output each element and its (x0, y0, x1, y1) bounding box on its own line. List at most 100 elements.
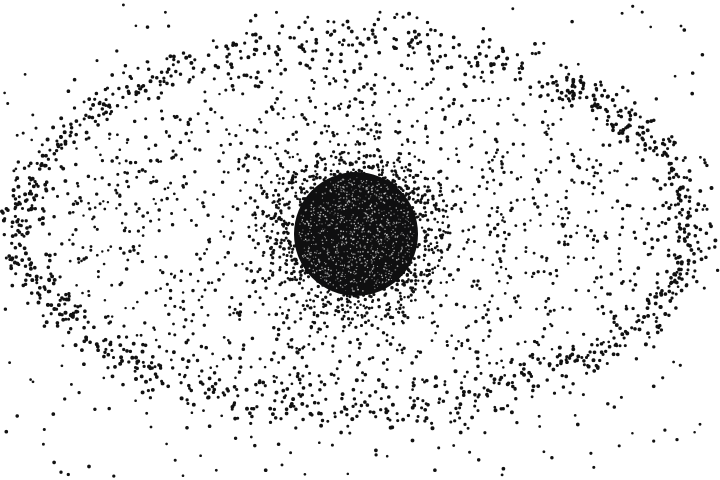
debris-particle (372, 154, 376, 158)
debris-particle (493, 192, 496, 195)
debris-particle (457, 339, 460, 343)
debris-particle (550, 348, 554, 351)
debris-particle (154, 338, 158, 342)
debris-particle (87, 115, 92, 119)
debris-particle (409, 293, 413, 297)
debris-particle (300, 355, 304, 360)
planet-texture-speck (409, 246, 411, 247)
debris-particle (269, 105, 274, 109)
debris-particle (423, 235, 428, 240)
debris-particle (136, 84, 141, 88)
debris-particle (670, 135, 674, 139)
planet-texture-speck (324, 228, 326, 230)
planet-texture-speck (390, 263, 392, 265)
debris-particle (336, 305, 340, 309)
debris-particle (301, 182, 304, 186)
debris-particle (211, 390, 216, 395)
debris-particle (685, 235, 689, 239)
planet-texture-speck (360, 180, 362, 182)
debris-particle (625, 183, 629, 187)
debris-particle (320, 341, 325, 346)
planet-texture-speck (409, 222, 412, 224)
planet-texture-speck (312, 268, 315, 271)
debris-particle (182, 375, 186, 379)
debris-particle (167, 332, 171, 336)
debris-particle (262, 189, 266, 194)
debris-particle (624, 304, 628, 308)
debris-particle (80, 348, 84, 352)
debris-particle (136, 251, 140, 255)
debris-particle (667, 289, 672, 294)
debris-particle (193, 58, 197, 62)
planet-texture-speck (337, 184, 339, 187)
debris-particle (312, 81, 316, 84)
planet-texture-speck (377, 234, 379, 236)
planet-texture-speck (388, 212, 390, 214)
debris-particle (140, 390, 145, 395)
debris-particle (575, 358, 579, 363)
planet-texture-speck (353, 290, 355, 292)
planet-texture-speck (345, 203, 347, 206)
debris-particle (642, 241, 647, 245)
debris-particle (294, 407, 298, 411)
debris-particle (267, 44, 271, 48)
debris-particle (15, 414, 19, 418)
debris-particle (421, 87, 424, 90)
debris-particle (234, 263, 238, 267)
debris-particle (254, 216, 258, 220)
planet-texture-speck (301, 255, 304, 257)
debris-particle (488, 230, 493, 234)
debris-particle (44, 252, 49, 257)
debris-particle (538, 212, 542, 216)
debris-particle (646, 313, 651, 318)
planet-texture-speck (319, 232, 321, 234)
planet-texture-speck (351, 195, 354, 197)
debris-particle (140, 349, 145, 354)
debris-particle (616, 110, 620, 114)
planet-texture-speck (338, 197, 340, 200)
debris-particle (401, 310, 405, 314)
debris-particle (474, 306, 478, 309)
debris-particle (500, 160, 503, 163)
planet-texture-speck (324, 192, 326, 194)
debris-particle (324, 102, 328, 106)
debris-particle (254, 39, 259, 44)
debris-particle (310, 57, 315, 62)
debris-particle (54, 158, 58, 162)
planet-texture-speck (312, 239, 315, 241)
debris-particle (379, 397, 383, 401)
debris-particle (302, 177, 307, 182)
debris-particle (530, 51, 534, 55)
debris-particle (414, 278, 418, 282)
debris-particle (500, 166, 504, 170)
debris-particle (280, 238, 283, 242)
debris-particle (326, 419, 330, 423)
debris-particle (243, 41, 247, 45)
debris-particle (491, 80, 494, 84)
debris-particle (241, 262, 244, 266)
debris-particle (572, 91, 576, 95)
debris-particle (395, 282, 399, 287)
debris-particle (573, 85, 577, 89)
planet-texture-speck (367, 260, 369, 262)
debris-particle (675, 437, 679, 442)
debris-particle (430, 321, 434, 325)
debris-particle (251, 33, 255, 37)
planet-texture-speck (310, 251, 312, 254)
debris-particle (393, 15, 397, 20)
debris-particle (294, 191, 298, 195)
planet-texture-speck (361, 181, 363, 184)
debris-particle (372, 83, 376, 87)
debris-particle (585, 234, 590, 238)
debris-particle (166, 67, 171, 71)
debris-particle (596, 106, 600, 110)
debris-particle (342, 150, 346, 154)
debris-particle (376, 326, 380, 330)
planet-texture-speck (404, 253, 406, 255)
planet-texture-speck (398, 194, 400, 196)
debris-particle (258, 267, 262, 272)
debris-particle (590, 343, 594, 347)
debris-particle (298, 277, 303, 281)
debris-particle (259, 161, 263, 165)
debris-particle (191, 313, 195, 317)
